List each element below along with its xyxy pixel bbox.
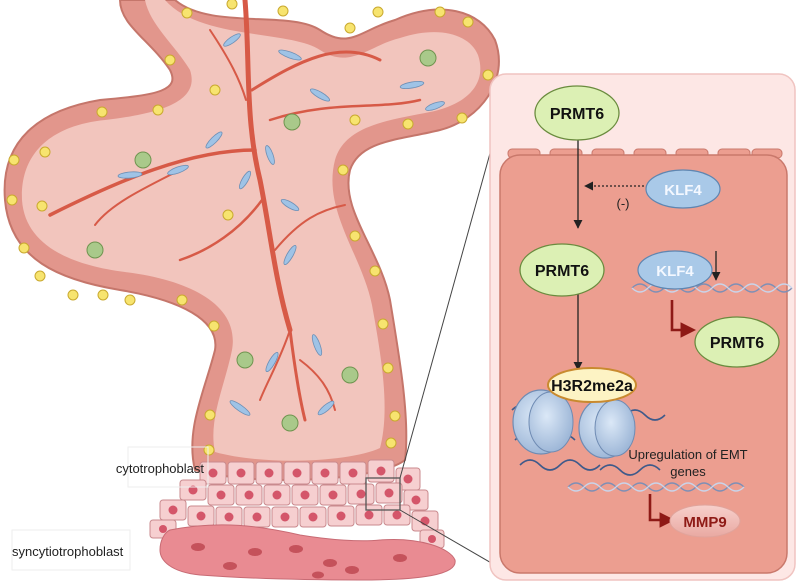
cytotrophoblast-label-box (127, 446, 209, 488)
villus-stroma (21, 0, 481, 461)
node-prmt6-target-label: PRMT6 (710, 335, 764, 352)
node-klf4-top-label: KLF4 (664, 182, 702, 199)
hofbauer-cells (86, 49, 437, 432)
syncytiotrophoblast-label: syncytiotrophoblast (12, 544, 124, 559)
node-klf4-top: KLF4 (645, 169, 721, 209)
inhibition-label: (-) (617, 196, 630, 211)
stromal-cells (117, 33, 445, 416)
cytotrophoblast-label: cytotrophoblast (116, 461, 205, 476)
node-prmt6-mid: PRMT6 (519, 243, 605, 297)
node-h3r2me2a-label: H3R2me2a (551, 378, 633, 395)
emt-label-line1: Upregulation of EMT (628, 447, 747, 462)
cytotrophoblast-layer (149, 459, 445, 549)
node-mmp9-label: MMP9 (683, 514, 726, 531)
node-klf4-mid: KLF4 (637, 250, 713, 290)
node-prmt6-mid-label: PRMT6 (535, 263, 589, 280)
node-prmt6-top: PRMT6 (534, 85, 620, 141)
zoom-box (365, 477, 401, 511)
nucleosomes (511, 389, 666, 476)
node-h3r2me2a: H3R2me2a (547, 367, 637, 403)
syncytiotrophoblast-mass (159, 524, 456, 581)
node-prmt6-top-label: PRMT6 (550, 106, 604, 123)
pathway-arrows (573, 140, 721, 528)
node-klf4-mid-label: KLF4 (656, 263, 694, 280)
syncytiotrophoblast-label-box (11, 529, 131, 571)
boundary-cells (6, 0, 494, 456)
dna-helix-mmp9 (567, 482, 745, 492)
node-prmt6-target: PRMT6 (694, 316, 780, 368)
chorionic-villus (3, 0, 500, 482)
emt-label-line2: genes (670, 464, 706, 479)
node-mmp9: MMP9 (669, 504, 741, 538)
